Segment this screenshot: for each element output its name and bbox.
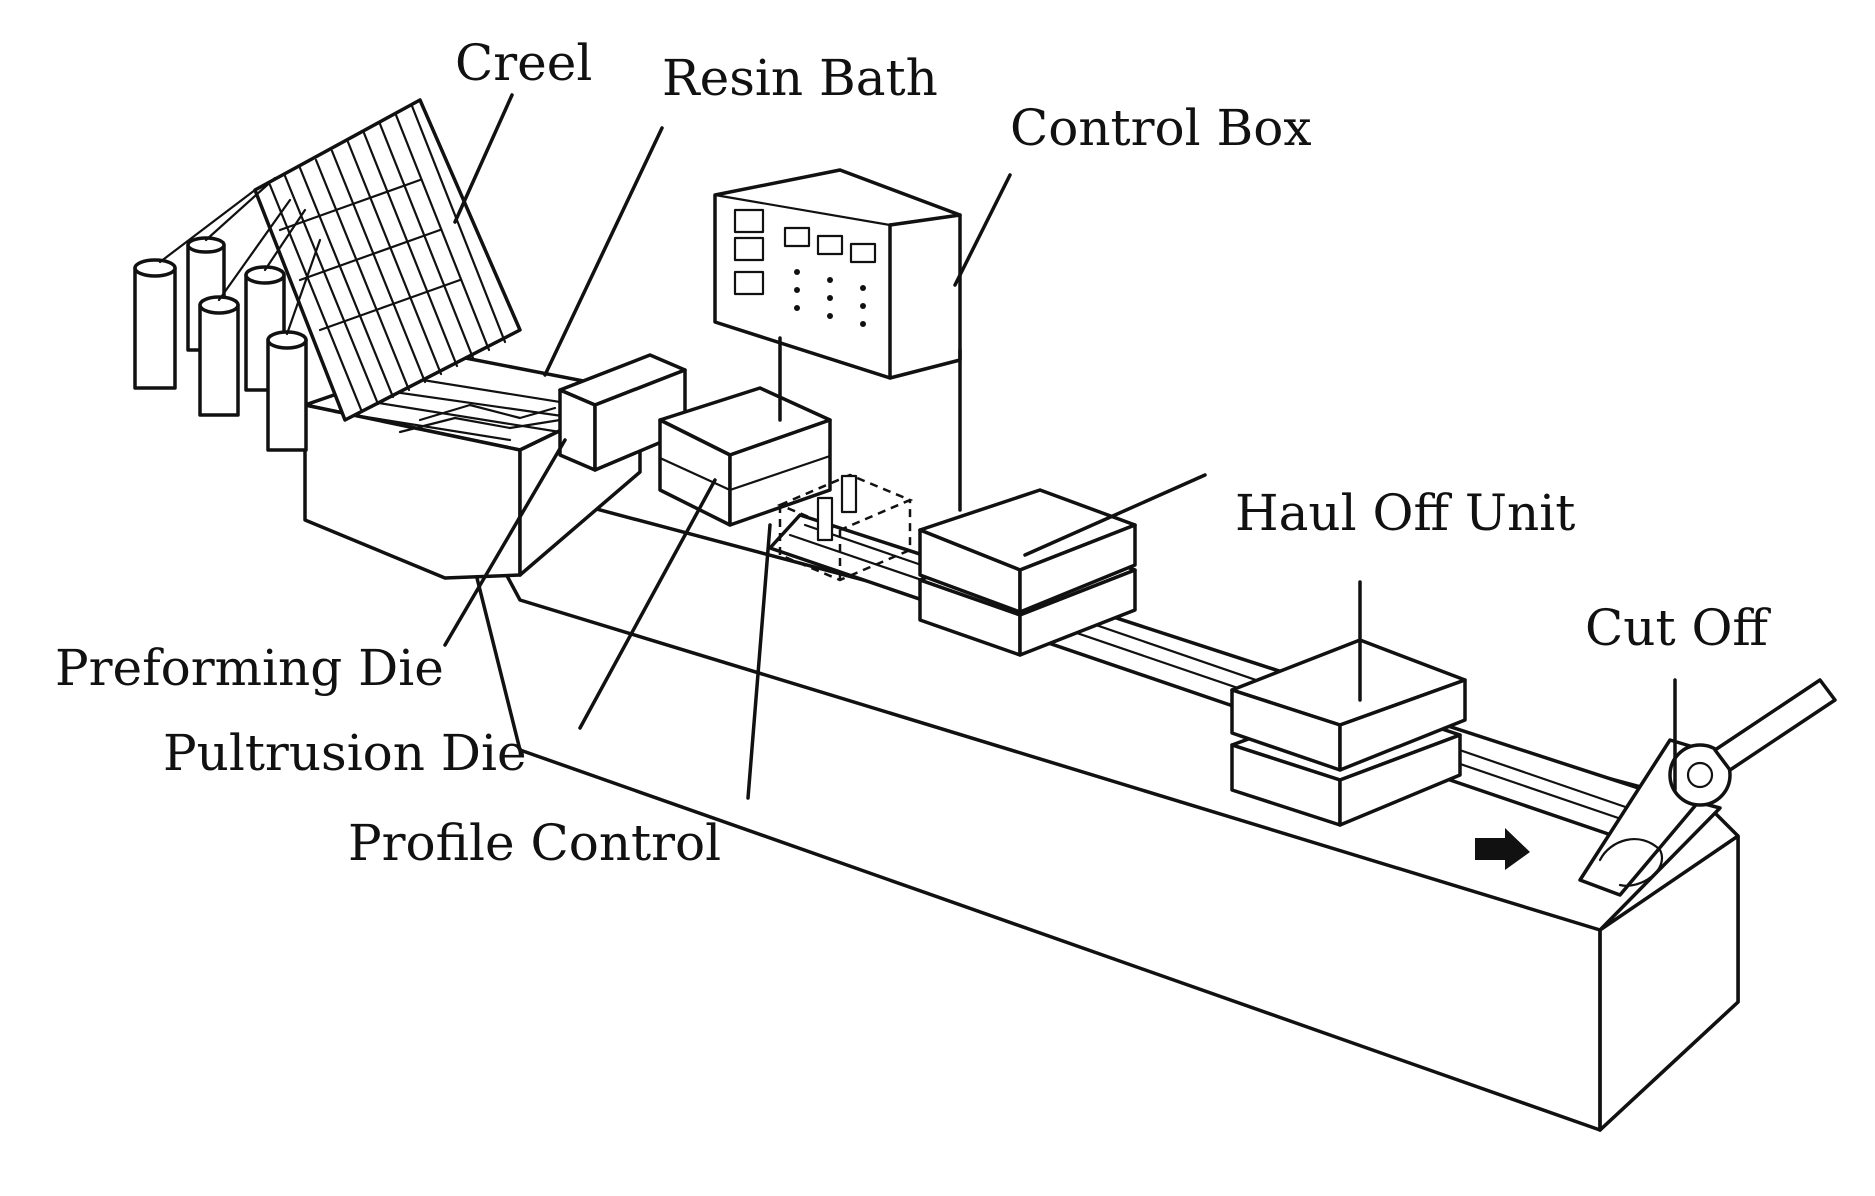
label-profile-control: Profile Control xyxy=(348,814,721,872)
label-haul-off-unit: Haul Off Unit xyxy=(1235,484,1575,542)
creel-rack xyxy=(253,98,522,422)
direction-arrow xyxy=(1475,828,1530,870)
label-creel: Creel xyxy=(455,34,592,92)
leader-lines xyxy=(443,93,1677,800)
label-control-box: Control Box xyxy=(1010,99,1312,157)
label-pultrusion-die: Pultrusion Die xyxy=(163,724,527,782)
label-preforming-die: Preforming Die xyxy=(55,639,444,697)
pultrusion-die xyxy=(658,386,832,527)
haul-off-unit-1 xyxy=(918,488,1137,657)
labels: Creel Resin Bath Control Box Haul Off Un… xyxy=(55,34,1771,872)
profile-control xyxy=(776,473,914,582)
haul-off-unit-2 xyxy=(1230,638,1467,827)
creel-spools xyxy=(133,176,322,452)
label-cut-off: Cut Off xyxy=(1585,599,1771,657)
label-resin-bath: Resin Bath xyxy=(662,49,938,107)
cut-off-saw xyxy=(1578,678,1837,897)
machine-bed xyxy=(448,468,1740,1132)
control-box-unit xyxy=(713,168,962,512)
